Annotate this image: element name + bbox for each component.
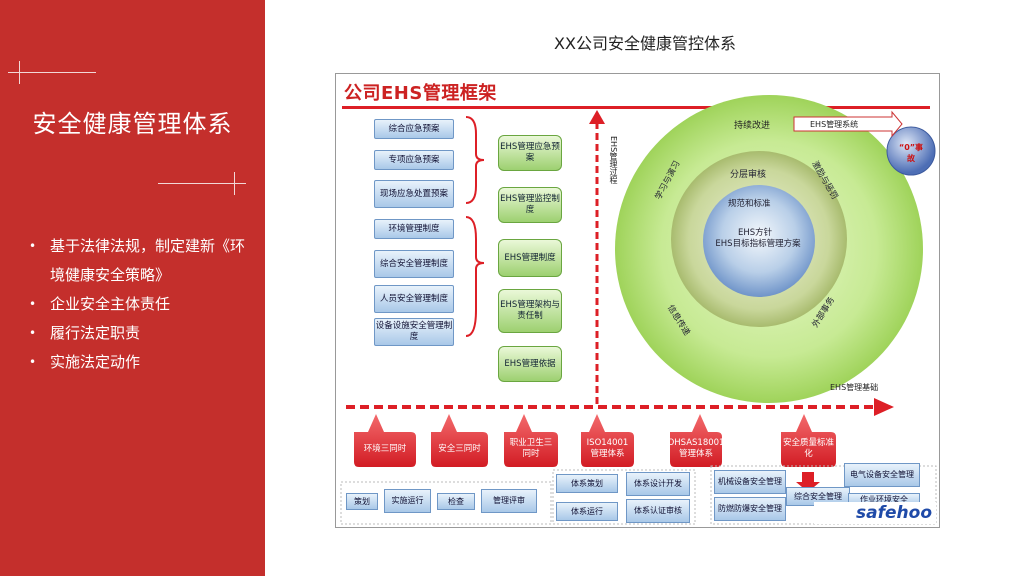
group-frame-pdca xyxy=(340,481,552,525)
decor-line-bottom xyxy=(158,183,246,184)
bullet-dot: • xyxy=(29,239,37,253)
bullet-list: • 基于法律法规，制定建新《环境健康安全策略》 • 企业安全主体责任 • 履行法定职责… xyxy=(26,232,256,377)
inner-label-objectives: EHS目标指标管理方案 xyxy=(715,239,801,249)
bullet-item: • 实施法定动作 xyxy=(26,348,256,377)
watermark-text: safehoo xyxy=(856,503,932,523)
brace-2-icon xyxy=(465,216,485,337)
box-onsite-plan: 现场应急处置预案 xyxy=(374,180,454,208)
system-certification: 体系认证审核 xyxy=(626,499,690,523)
red-item-occupational: 职业卫生三同时 xyxy=(509,438,553,459)
system-design: 体系设计开发 xyxy=(626,472,690,496)
box-personnel-safety-rules: 人员安全管理制度 xyxy=(374,285,454,313)
electrical-safety: 电气设备安全管理 xyxy=(844,463,920,487)
box-env-rules: 环境管理制度 xyxy=(374,219,454,239)
top-label: 持续改进 xyxy=(734,121,771,131)
box-equipment-safety-rules: 设备设施安全管理制度 xyxy=(374,318,454,346)
watermark: safehoo xyxy=(814,502,936,524)
zero-accident-circle xyxy=(886,126,936,176)
green-box-rules: EHS管理制度 xyxy=(498,239,562,277)
green-box-structure: EHS管理架构与责任制 xyxy=(498,289,562,333)
box-special-plan: 专项应急预案 xyxy=(374,150,454,170)
brace-1-icon xyxy=(465,116,485,204)
green-box-monitoring: EHS管理监控制度 xyxy=(498,187,562,223)
system-arrow-label: EHS管理系统 xyxy=(810,120,859,129)
red-item-standardization: 安全质量标准化 xyxy=(783,438,835,459)
figure-graphics xyxy=(340,95,937,525)
red-item-iso14001: ISO14001管理体系 xyxy=(586,438,629,459)
system-operation: 体系运行 xyxy=(556,502,618,521)
middle-label-standards: 规范和标准 xyxy=(728,199,771,209)
sidebar-title: 安全健康管理体系 xyxy=(32,110,233,138)
system-planning: 体系策划 xyxy=(556,474,618,493)
pdca-plan: 策划 xyxy=(346,493,378,510)
pdca-check: 检查 xyxy=(437,493,475,510)
box-comprehensive-plan: 综合应急预案 xyxy=(374,119,454,139)
bullet-dot: • xyxy=(29,297,37,311)
box-general-safety-rules: 综合安全管理制度 xyxy=(374,250,454,278)
fire-explosion-safety: 防燃防爆安全管理 xyxy=(714,497,786,521)
bullet-text: 基于法律法规，制定建新《环境健康安全策略》 xyxy=(50,237,246,284)
horizontal-arrow-head-icon xyxy=(874,398,894,416)
bullet-text: 实施法定动作 xyxy=(50,353,141,371)
vertical-label: EHS管理过程 xyxy=(609,136,618,185)
sidebar: 安全健康管理体系 • 基于法律法规，制定建新《环境健康安全策略》 • 企业安全主体责… xyxy=(0,0,265,576)
bullet-text: 企业安全主体责任 xyxy=(50,295,171,313)
green-box-emergency: EHS管理应急预案 xyxy=(498,135,562,171)
page-title: XX公司安全健康管控体系 xyxy=(554,34,736,53)
red-item-ohsas: OHSAS18001管理体系 xyxy=(667,438,725,459)
bullet-text: 履行法定职责 xyxy=(50,324,141,342)
decor-line-top xyxy=(8,72,96,73)
decor-tick-top xyxy=(19,61,20,84)
top-red-rule xyxy=(342,106,930,109)
middle-label-audit: 分层审核 xyxy=(730,170,767,180)
machinery-safety: 机械设备安全管理 xyxy=(714,470,786,494)
red-callouts xyxy=(354,414,836,467)
bullet-dot: • xyxy=(29,326,37,340)
bullet-item: • 企业安全主体责任 xyxy=(26,290,256,319)
foundation-label: EHS管理基础 xyxy=(830,383,879,392)
pdca-do: 实施运行 xyxy=(384,489,431,513)
group-frame-system xyxy=(552,469,696,525)
bullet-item: • 基于法律法规，制定建新《环境健康安全策略》 xyxy=(26,232,256,290)
red-item-env: 环境三同时 xyxy=(363,443,407,454)
decor-tick-bottom xyxy=(234,172,235,195)
red-item-safety: 安全三同时 xyxy=(438,443,481,454)
zero-accident-label: “0”事故 xyxy=(898,143,924,163)
inner-circle xyxy=(703,185,815,297)
group-frame-safety xyxy=(710,465,937,525)
inner-label-policy: EHS方针 xyxy=(738,228,773,238)
bullet-dot: • xyxy=(29,355,37,369)
system-arrow-icon xyxy=(793,110,903,138)
figure-title: 公司EHS管理框架 xyxy=(344,83,497,104)
ehs-framework-figure: 公司EHS管理框架 xyxy=(335,73,940,528)
pdca-review: 管理评审 xyxy=(481,489,537,513)
vertical-arrow-head-icon xyxy=(589,110,605,124)
green-box-basis: EHS管理依据 xyxy=(498,346,562,382)
bullet-item: • 履行法定职责 xyxy=(26,319,256,348)
